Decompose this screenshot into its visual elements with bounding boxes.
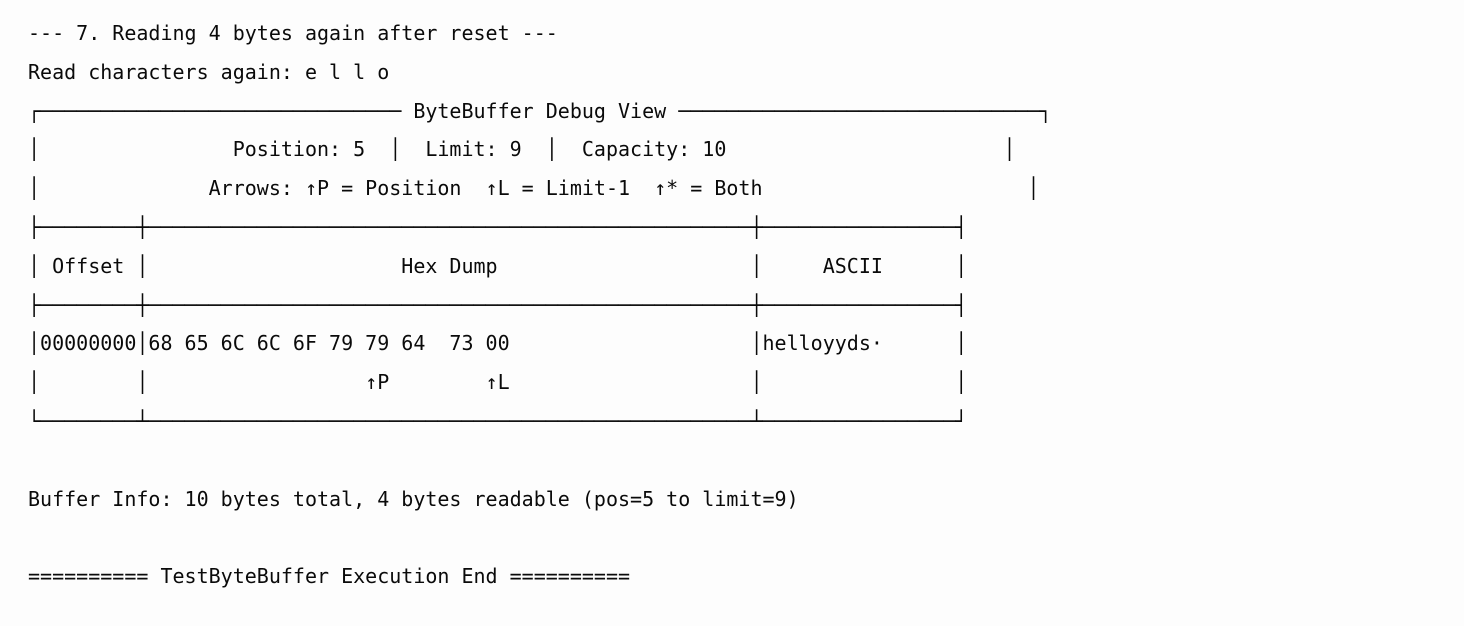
blank-line-2 <box>28 518 1464 557</box>
table-rule-bottom: └────────┴──────────────────────────────… <box>28 408 968 433</box>
debug-view-top-border: ┌────────────────────────────── ByteBuff… <box>28 98 1052 123</box>
debug-view-stats-line: │ Position: 5 │ Limit: 9 │ Capacity: 10 … <box>28 137 1016 162</box>
blank-line-1 <box>28 441 1464 480</box>
table-rule-top: ├────────┼──────────────────────────────… <box>28 214 968 239</box>
debug-view-legend-line: │ Arrows: ↑P = Position ↑L = Limit-1 ↑* … <box>28 176 1040 201</box>
table-data-row: │00000000│68 65 6C 6C 6F 79 79 64 73 00 … <box>28 331 968 356</box>
execution-end-line: ========== TestByteBuffer Execution End … <box>28 564 631 589</box>
buffer-info-line: Buffer Info: 10 bytes total, 4 bytes rea… <box>28 486 799 511</box>
table-rule-mid: ├────────┼──────────────────────────────… <box>28 292 968 317</box>
table-header-row: │ Offset │ Hex Dump │ ASCII │ <box>28 253 968 278</box>
section-header-line: --- 7. Reading 4 bytes again after reset… <box>28 21 558 45</box>
read-characters-line: Read characters again: e l l o <box>28 59 390 84</box>
table-arrow-row: │ │ ↑P ↑L │ │ <box>28 370 968 395</box>
